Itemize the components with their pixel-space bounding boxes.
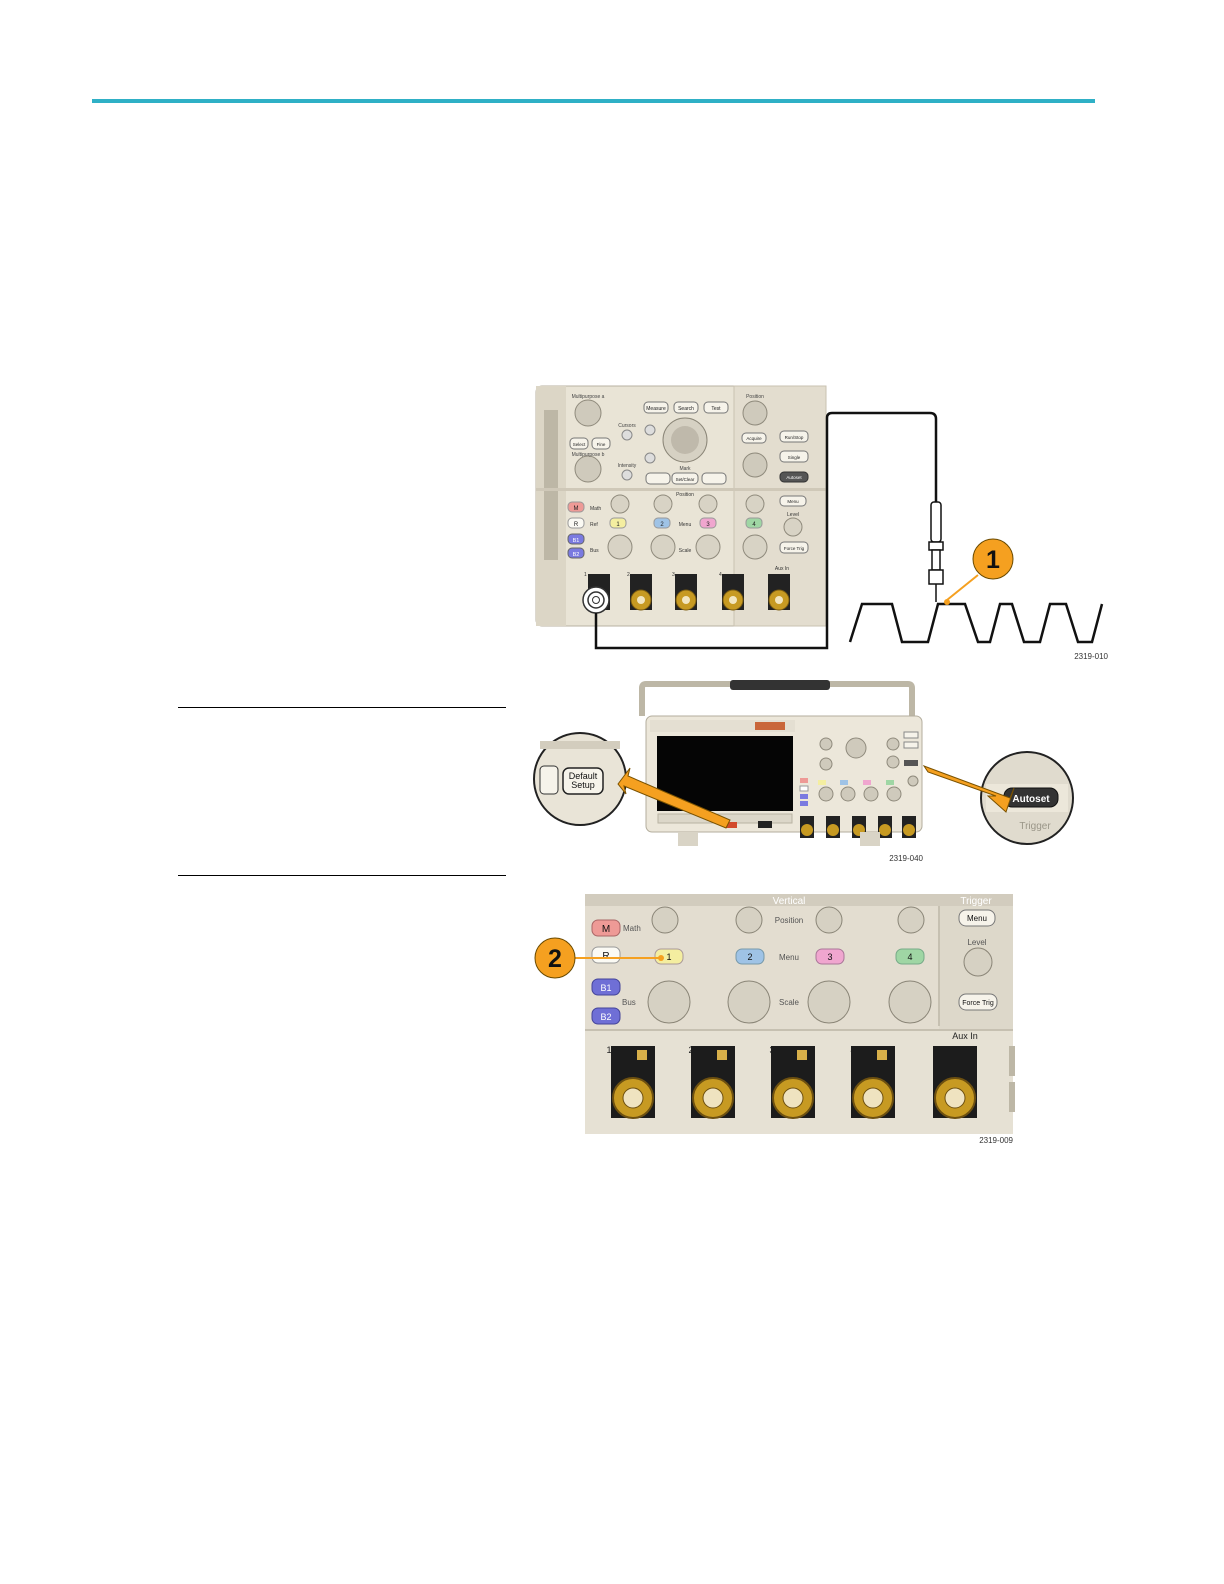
channel-1-key[interactable]: 1	[616, 522, 620, 528]
scale-label: Scale	[779, 998, 800, 1007]
intensity-label: Intensity	[618, 463, 637, 469]
position-label: Position	[775, 916, 803, 925]
figure-2-id: 2319-040	[889, 854, 923, 863]
bnc-4-label: 4	[719, 572, 722, 578]
multipurpose-b-label: Multipurpose b	[572, 452, 605, 458]
math-button[interactable]: M	[602, 924, 610, 935]
vertical-menu-label: Menu	[679, 522, 692, 528]
table-divider	[178, 707, 506, 708]
vertical-header: Vertical	[773, 896, 806, 907]
fine-button[interactable]: Fine	[597, 442, 606, 447]
trigger-header: Trigger	[960, 896, 992, 907]
bus-key-b2[interactable]: B2	[573, 552, 580, 558]
callout-1-badge	[972, 538, 1014, 580]
square-wave	[848, 602, 1104, 644]
select-button[interactable]: Select	[573, 442, 586, 447]
autoset-button[interactable]: Autoset	[1012, 794, 1050, 805]
bnc-connectors	[582, 574, 790, 614]
ref-key-r[interactable]: R	[574, 522, 579, 528]
force-trig-button[interactable]: Force Trig	[962, 1000, 994, 1007]
figure-1-id: 2319-010	[1074, 652, 1108, 661]
trigger-menu-button-small[interactable]: Menu	[787, 499, 799, 504]
channel-3-key[interactable]: 3	[706, 522, 710, 528]
channel-2-key[interactable]: 2	[660, 522, 664, 528]
bus-label: Bus	[590, 548, 599, 554]
measure-button[interactable]: Measure	[646, 406, 666, 412]
bus-key-b1[interactable]: B1	[573, 538, 580, 544]
table-divider	[178, 875, 506, 876]
bnc-1-label: 1	[584, 572, 587, 578]
bnc-3-label: 3	[672, 572, 675, 578]
figure-3-id: 2319-009	[979, 1136, 1013, 1145]
channel-4-key[interactable]: 4	[752, 522, 756, 528]
set-clear-button[interactable]: Set/Clear	[676, 477, 695, 482]
horizontal-position-label: Position	[746, 394, 764, 400]
trigger-menu-button[interactable]: Menu	[967, 914, 987, 923]
default-setup-button-line1[interactable]: Default	[569, 771, 598, 781]
callout-1: 1	[986, 546, 1000, 574]
arrow-to-autoset	[922, 764, 1015, 813]
math-label: Math	[590, 506, 601, 512]
bnc-1-label: 1	[606, 1045, 611, 1055]
autoset-button-small[interactable]: Autoset	[786, 475, 802, 480]
probe-cable	[594, 411, 938, 650]
header-rule	[92, 99, 1095, 103]
bnc-connectors	[611, 1046, 977, 1119]
b2-button[interactable]: B2	[600, 1012, 611, 1022]
search-button[interactable]: Search	[678, 406, 694, 412]
single-button[interactable]: Single	[788, 455, 801, 460]
aux-in-label-small: Aux In	[775, 566, 789, 572]
bus-label: Bus	[622, 998, 636, 1007]
cursors-label: Cursors	[618, 423, 636, 429]
menu-label: Menu	[779, 953, 799, 962]
acquire-button[interactable]: Acquire	[746, 436, 762, 441]
bnc-row	[800, 816, 916, 838]
force-trig-button-small[interactable]: Force Trig	[784, 546, 805, 551]
math-key-m[interactable]: M	[574, 506, 579, 512]
test-button[interactable]: Test	[711, 406, 721, 412]
vertical-position-label: Position	[676, 492, 694, 498]
callout-2: 2	[548, 945, 562, 973]
aux-in-label: Aux In	[952, 1031, 978, 1041]
trigger-level-label: Level	[967, 938, 986, 947]
mark-label: Mark	[679, 466, 691, 472]
channel-3-button[interactable]: 3	[827, 952, 832, 962]
figure-channel-1-button: Vertical Trigger Position M Math R B1 B2…	[534, 894, 1015, 1145]
probe-icon	[928, 501, 944, 602]
ref-button[interactable]: R	[602, 951, 609, 962]
math-label: Math	[623, 924, 641, 933]
figure-default-setup-autoset: Default Setup Autoset Trigger 2319-040	[533, 680, 1074, 863]
run-stop-button[interactable]: Run/Stop	[785, 435, 804, 440]
channel-2-button[interactable]: 2	[747, 952, 752, 962]
figure-probe-connection: Multipurpose a Multipurpose b Cursors In…	[535, 385, 1109, 661]
arrow-to-default-setup	[617, 767, 731, 829]
trigger-level-label-small: Level	[787, 512, 799, 518]
bnc-2-label: 2	[627, 572, 630, 578]
b1-button[interactable]: B1	[600, 983, 611, 993]
vertical-scale-label: Scale	[679, 548, 692, 554]
default-setup-button-line2[interactable]: Setup	[571, 780, 595, 790]
ref-label: Ref	[590, 522, 598, 528]
channel-1-button[interactable]: 1	[666, 952, 671, 962]
autoset-zoom	[980, 751, 1074, 845]
multipurpose-a-label: Multipurpose a	[572, 394, 605, 400]
trigger-label-zoom: Trigger	[1019, 821, 1051, 832]
callout-2-badge	[534, 937, 576, 979]
channel-4-button[interactable]: 4	[907, 952, 912, 962]
